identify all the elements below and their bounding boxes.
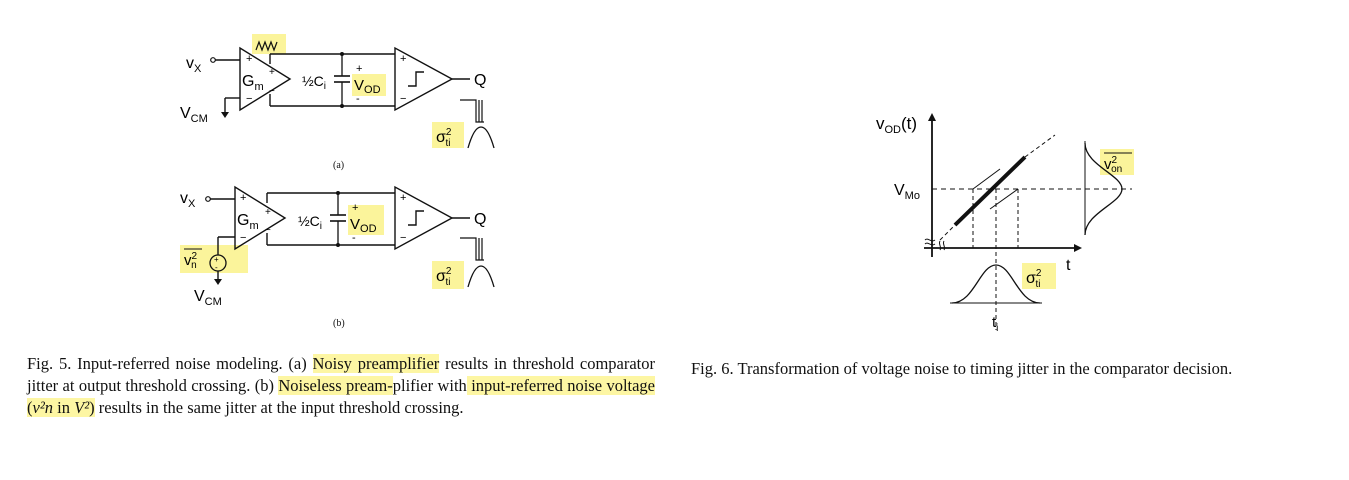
fig5b-sublabel: (b) (333, 318, 345, 329)
comparator (394, 185, 454, 251)
svg-text:−: − (246, 93, 252, 105)
ramp-line (953, 155, 1027, 227)
svg-text:−: − (269, 86, 275, 97)
svg-text:-: - (215, 263, 218, 272)
timing-gaussian-icon (951, 264, 1041, 304)
svg-text:+: + (400, 192, 406, 204)
svg-text:+: + (246, 53, 252, 65)
fig5a-sublabel: (a) (333, 160, 345, 171)
t-axis-label: t (1066, 257, 1071, 274)
vod-label: VOD (354, 77, 381, 96)
svg-text:+: + (265, 207, 271, 218)
svg-text:−: − (265, 225, 271, 236)
svg-text:-: - (356, 93, 360, 105)
ci-label: ½Ci (302, 73, 326, 92)
comparator (394, 46, 454, 112)
svg-text:+: + (356, 63, 362, 75)
vcm-label: VCM (194, 288, 222, 308)
highlight-noiseless-preamp: Noiseless pream- (278, 376, 393, 395)
vx-label: vX (186, 55, 202, 75)
ti-label: ti (992, 314, 998, 334)
gm-label: Gm (237, 212, 259, 232)
svg-text:+: + (400, 53, 406, 65)
q-label: Q (474, 72, 486, 89)
svg-text:−: − (400, 232, 406, 244)
svg-text:+: + (352, 202, 358, 214)
fig6-caption: Fig. 6. Transformation of voltage noise … (691, 359, 1233, 378)
vx-label: vX (180, 190, 196, 210)
highlight-noisy-preamp: Noisy preamplifier (312, 354, 440, 373)
svg-text:+: + (269, 67, 275, 78)
gm-amplifier (239, 46, 292, 112)
gm-amplifier (234, 185, 287, 251)
fig5-caption: Fig. 5. Input-referred noise modeling. (… (27, 354, 656, 417)
y-axis-label: vOD(t) (876, 114, 917, 136)
svg-text:+: + (214, 255, 219, 264)
gaussian-icon (467, 126, 495, 149)
svg-text:−: − (400, 93, 406, 105)
svg-text:+: + (240, 192, 246, 204)
svg-text:-: - (352, 232, 356, 244)
q-label: Q (474, 211, 486, 228)
vmo-label: VMo (894, 182, 920, 202)
ci-label: ½Ci (298, 213, 322, 232)
noise-resistor-icon (255, 40, 278, 52)
svg-text:−: − (240, 232, 246, 244)
vcm-label: VCM (180, 105, 208, 125)
gaussian-icon (467, 265, 495, 288)
voltage-gaussian-icon (1084, 142, 1123, 236)
gm-label: Gm (242, 73, 264, 93)
